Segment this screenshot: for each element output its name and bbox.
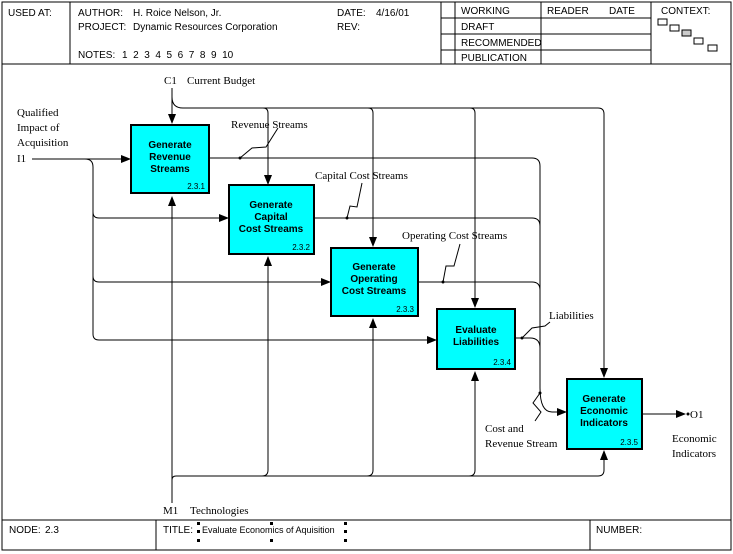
input-name-line: Impact of	[17, 122, 60, 134]
box-title-line: Generate	[249, 200, 293, 211]
rev-label: REV:	[337, 22, 360, 33]
revenue-streams-label: Revenue Streams	[231, 119, 308, 131]
context-label: CONTEXT:	[661, 6, 710, 17]
mechanism-arrow-box2	[171, 256, 272, 481]
box-title-line: Generate	[148, 140, 192, 151]
capital-cost-stream-line	[314, 217, 541, 227]
status-recommended: RECOMMENDED	[461, 38, 542, 49]
activity-box-2-3-1[interactable]: Generate Revenue Streams 2.3.1	[130, 124, 210, 194]
revenue-stream-line	[210, 157, 541, 388]
box-title-line: Liabilities	[453, 337, 500, 348]
liabilities-leader	[521, 321, 551, 339]
number-label: NUMBER:	[596, 525, 642, 536]
box-title-line: Generate	[582, 394, 626, 405]
notes-numbers: 1 2 3 4 5 6 7 8 9 10	[122, 50, 234, 61]
cost-revenue-leader	[532, 392, 542, 422]
control-arrow-box5	[470, 107, 608, 378]
box-title-line: Cost Streams	[239, 224, 304, 235]
operating-cost-streams-label: Operating Cost Streams	[402, 230, 507, 242]
liabilities-label: Liabilities	[549, 310, 594, 322]
box-number: 2.3.3	[396, 305, 414, 314]
mechanism-arrow-box3	[262, 318, 377, 477]
project-label: PROJECT:	[78, 22, 126, 33]
output-code-label: O1	[690, 409, 703, 421]
revenue-streams-leader	[239, 127, 279, 159]
box-title-line: Capital	[254, 212, 288, 223]
box-title-line: Cost Streams	[342, 286, 407, 297]
operating-cost-stream-line	[418, 281, 541, 291]
cost-revenue-line: Cost and	[485, 423, 524, 435]
input-name-line: Qualified	[17, 107, 59, 119]
box-title-line: Operating	[350, 274, 397, 285]
title-value: Evaluate Economics of Aquisition	[202, 525, 335, 535]
box-number: 2.3.2	[292, 243, 310, 252]
node-value: 2.3	[45, 525, 59, 536]
notes-label: NOTES:	[78, 50, 115, 61]
node-label: NODE:	[9, 525, 41, 536]
input-name-line: Acquisition	[17, 137, 69, 149]
activity-box-2-3-2[interactable]: Generate Capital Cost Streams 2.3.2	[228, 184, 315, 255]
author-value: H. Roice Nelson, Jr.	[133, 8, 221, 19]
status-publication: PUBLICATION	[461, 53, 527, 64]
arrow-labels: C1 Current Budget Qualified Impact of Ac…	[17, 75, 717, 517]
box-number: 2.3.1	[187, 182, 205, 191]
input-code-label: I1	[17, 153, 26, 165]
mechanism-code-label: M1	[163, 505, 178, 517]
cost-revenue-line: Revenue Stream	[485, 438, 558, 450]
box-title-line: Indicators	[580, 418, 628, 429]
activity-box-2-3-4[interactable]: Evaluate Liabilities 2.3.4	[436, 308, 516, 370]
control-code-label: C1	[164, 75, 177, 87]
status-draft: DRAFT	[461, 22, 494, 33]
reader-date-label: DATE	[609, 6, 635, 17]
mechanism-name-label: Technologies	[190, 505, 249, 517]
reader-label: READER	[547, 6, 589, 17]
box-title-line: Economic	[580, 406, 628, 417]
activity-box-2-3-5[interactable]: Generate Economic Indicators 2.3.5	[566, 378, 643, 450]
capital-cost-streams-leader	[346, 182, 363, 219]
mechanism-arrow-box4	[367, 371, 479, 477]
box-number: 2.3.4	[493, 358, 511, 367]
arrow-network	[32, 88, 690, 503]
cost-revenue-stream-arrow	[539, 387, 567, 416]
used-at-label: USED AT:	[8, 8, 52, 19]
date-value: 4/16/01	[376, 8, 410, 19]
output-name-line: Indicators	[672, 448, 716, 460]
operating-cost-streams-leader	[442, 243, 461, 283]
status-working: WORKING	[461, 6, 510, 17]
footer-block: NODE: 2.3 TITLE: Evaluate Economics of A…	[2, 519, 731, 550]
box-number: 2.3.5	[620, 438, 638, 447]
context-boxes-icon	[657, 18, 718, 52]
project-value: Dynamic Resources Corporation	[133, 22, 278, 33]
liabilities-line	[515, 337, 541, 349]
input-arrow-box4	[92, 275, 437, 344]
box-title-line: Generate	[352, 262, 396, 273]
title-label: TITLE:	[163, 525, 193, 536]
activity-box-2-3-3[interactable]: Generate Operating Cost Streams 2.3.3	[330, 247, 419, 317]
box-title-line: Evaluate	[455, 325, 497, 336]
title-selection-handles	[197, 522, 347, 542]
output-name-line: Economic	[672, 433, 717, 445]
box-title-line: Streams	[150, 164, 190, 175]
author-label: AUTHOR:	[78, 8, 123, 19]
box-title-line: Revenue	[149, 152, 191, 163]
date-label: DATE:	[337, 8, 366, 19]
mechanism-arrow-box5	[469, 450, 608, 477]
capital-cost-streams-label: Capital Cost Streams	[315, 170, 408, 182]
header-block: USED AT: AUTHOR: H. Roice Nelson, Jr. PR…	[2, 2, 731, 65]
control-name-label: Current Budget	[187, 75, 255, 87]
